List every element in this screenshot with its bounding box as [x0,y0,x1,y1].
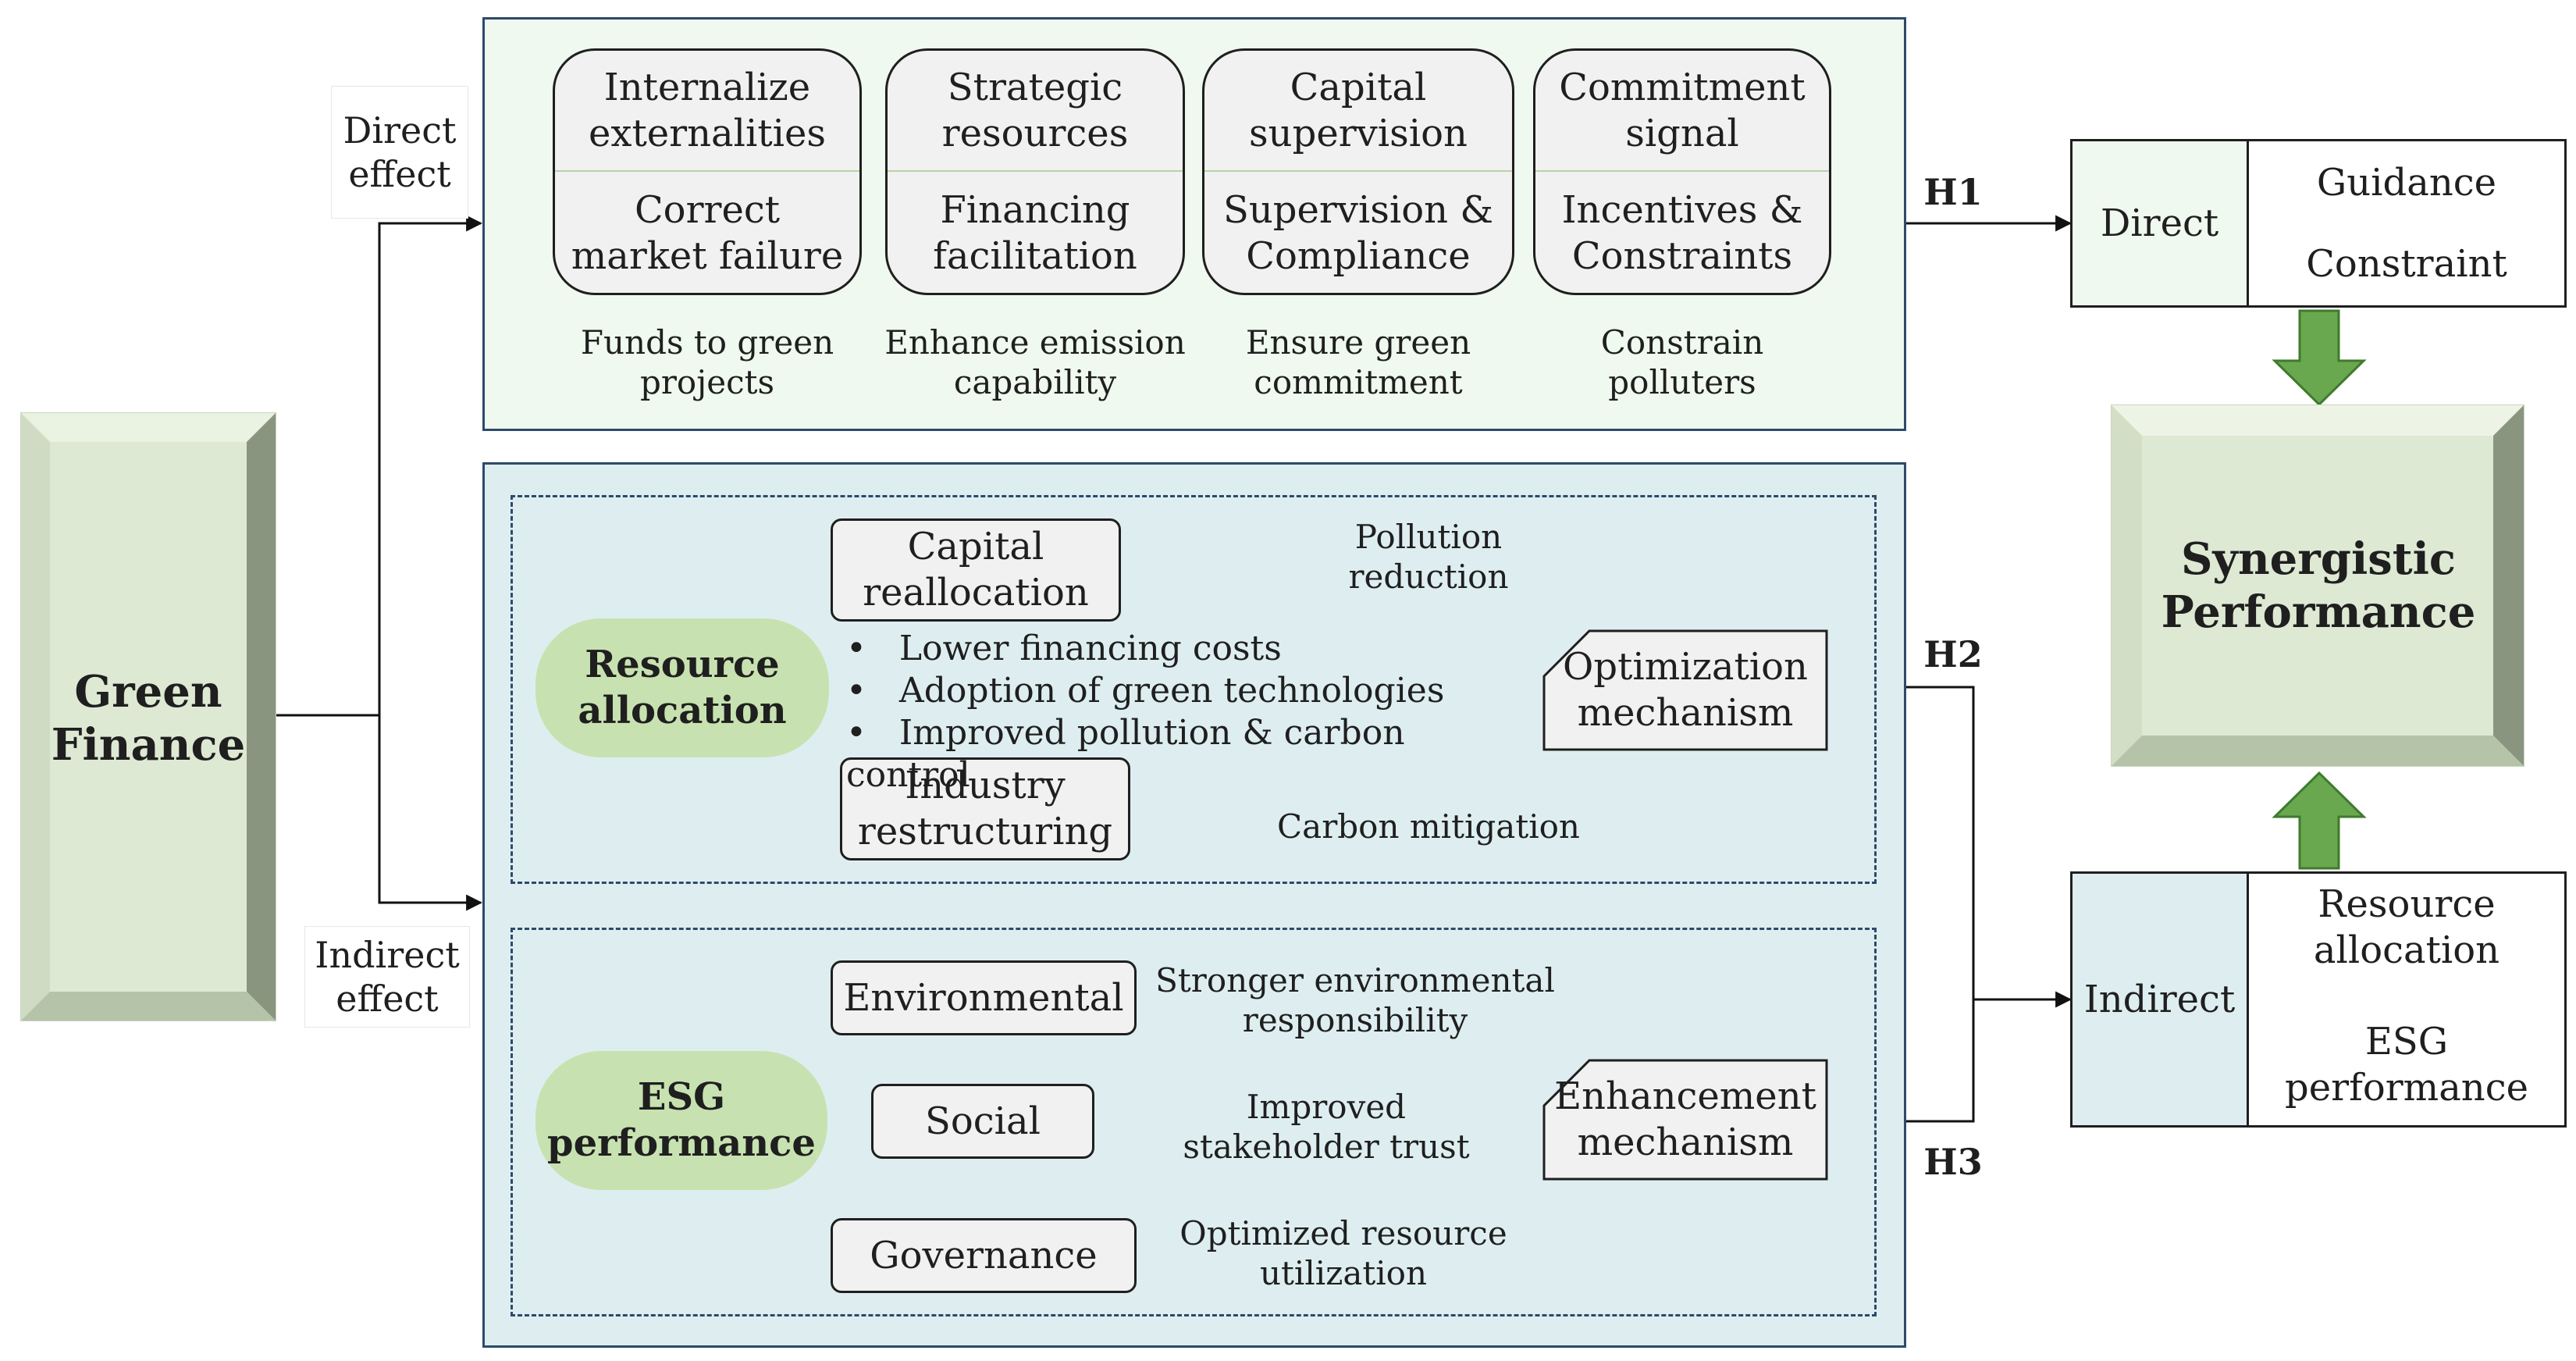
resource-allocation-section [511,495,1877,884]
mechanism-divider [1535,170,1829,172]
mechanism-divider [555,170,859,172]
optimization-mechanism-shape [1542,629,1828,751]
optimization-mechanism-label: Optimization mechanism [1563,645,1808,735]
bullet-item: • Lower financing costs [846,629,1282,668]
direct-effect-label: Direct effect [331,86,468,219]
mechanism-strategic-resources: Strategic resources Financing facilitati… [885,48,1185,295]
resource-allocation-bullet-list: • Lower financing costs • Adoption of gr… [846,628,1517,796]
enhancement-mechanism-label: Enhancement mechanism [1554,1074,1816,1164]
hypothesis-h3-label: H3 [1923,1140,1983,1183]
environmental-note: Stronger environmental responsibility [1155,960,1555,1039]
mechanism-caption: Constrain polluters [1600,322,1764,401]
direct-summary-table: Direct Guidance Constraint [2070,139,2567,308]
carbon-mitigation-label: Carbon mitigation [1277,807,1580,846]
resource-allocation-pill: Resource allocation [535,618,829,757]
mechanism-bottom-label: Financing facilitation [933,188,1137,278]
mechanism-top-label: Strategic resources [941,65,1129,155]
indirect-summary-item: Resource allocation [2313,882,2500,972]
indirect-effect-label: Indirect effect [304,926,470,1028]
capital-reallocation-box: Capital reallocation [831,518,1121,622]
mechanism-commitment-signal: Commitment signal Incentives & Constrain… [1533,48,1831,295]
bullet-item: • Adoption of green technologies [846,671,1445,711]
mechanism-caption: Ensure green commitment [1245,322,1471,401]
green-arrow-up [2272,771,2367,870]
esg-section [511,928,1877,1316]
mechanism-bottom-label: Incentives & Constraints [1561,188,1803,278]
bullet-item: • Improved pollution & carbon control [846,713,1405,795]
pollution-reduction-label: Pollution reduction [1348,517,1509,596]
synergistic-performance-label: Synergistic Performance [2161,533,2476,638]
indirect-summary-table: Indirect Resource allocation ESG perform… [2070,871,2567,1128]
direct-summary-item: Constraint [2306,241,2507,286]
green-finance-branch-connector [276,215,483,911]
mechanism-caption: Funds to green projects [580,322,834,401]
synergistic-performance-block [2111,404,2524,767]
indirect-effect-panel [482,462,1906,1348]
governance-note: Optimized resource utilization [1179,1213,1507,1292]
mechanism-bottom-label: Supervision & Compliance [1222,188,1494,278]
direct-summary-item: Guidance [2316,160,2497,205]
mechanism-top-label: Internalize externalities [588,65,827,155]
environmental-box: Environmental [831,960,1137,1035]
mechanism-caption: Enhance emission capability [884,322,1186,401]
social-box: Social [871,1084,1094,1159]
mechanism-divider [1204,170,1512,172]
industry-restructuring-box: Industry restructuring [840,757,1130,860]
h2-h3-bracket-connector [1906,686,2073,1123]
green-finance-block [20,412,276,1021]
enhancement-mechanism-shape [1542,1059,1828,1181]
green-finance-label: Green Finance [51,665,246,771]
indirect-summary-item: ESG performance [2284,1020,2529,1110]
esg-performance-pill: ESG performance [535,1051,827,1190]
mechanism-top-label: Commitment signal [1559,65,1806,155]
indirect-summary-label: Indirect [2073,874,2249,1125]
mechanism-bottom-label: Correct market failure [571,188,844,278]
social-note: Improved stakeholder trust [1183,1087,1470,1166]
green-arrow-down [2272,309,2367,407]
hypothesis-h1-label: H1 [1923,170,1983,213]
mechanism-divider [888,170,1183,172]
mechanism-capital-supervision: Capital supervision Supervision & Compli… [1202,48,1514,295]
hypothesis-h2-label: H2 [1923,632,1983,675]
mechanism-internalize-externalities: Internalize externalities Correct market… [553,48,862,295]
governance-box: Governance [831,1218,1137,1293]
mechanism-top-label: Capital supervision [1249,65,1468,155]
direct-summary-label: Direct [2073,141,2249,305]
